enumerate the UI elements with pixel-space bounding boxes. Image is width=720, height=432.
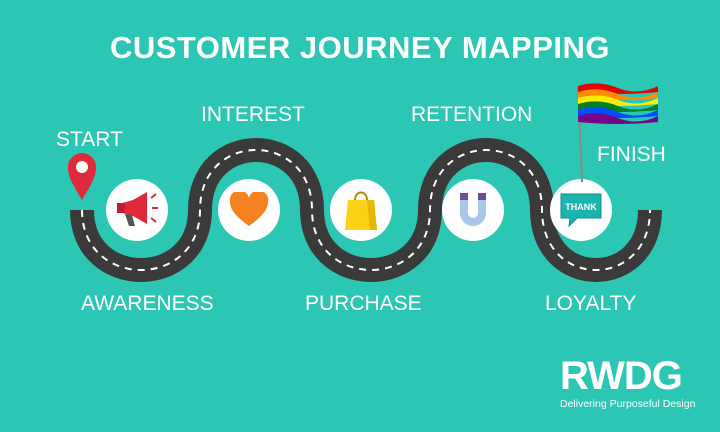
- megaphone-icon: [117, 192, 158, 226]
- location-pin-icon: [68, 153, 96, 200]
- label-retention: RETENTION: [411, 103, 533, 126]
- thank-text: THANK: [565, 202, 597, 212]
- loyalty-circle: THANK: [550, 179, 612, 241]
- magnet-icon: [460, 193, 486, 226]
- label-awareness: AWARENESS: [81, 292, 214, 315]
- shopping-bag-icon: [345, 191, 377, 230]
- label-loyalty: LOYALTY: [545, 292, 637, 315]
- label-interest: INTEREST: [201, 103, 305, 126]
- label-finish: FINISH: [597, 143, 666, 166]
- retention-circle: [442, 179, 504, 241]
- label-purchase: PURCHASE: [305, 292, 422, 315]
- rainbow-flag-icon: [577, 83, 658, 183]
- thank-you-bubble-icon: THANK: [560, 193, 602, 228]
- awareness-circle: [106, 179, 168, 241]
- page-title: CUSTOMER JOURNEY MAPPING: [109, 30, 611, 65]
- purchase-circle: [330, 179, 392, 241]
- road-center-line: [81, 149, 651, 271]
- rwdg-logo: RWDG Delivering Purposeful Design: [560, 356, 695, 410]
- logo-name: RWDG: [560, 354, 683, 398]
- heart-icon: [229, 192, 269, 226]
- interest-circle: [218, 179, 280, 241]
- logo-tagline: Delivering Purposeful Design: [560, 398, 696, 410]
- label-start: START: [56, 128, 123, 151]
